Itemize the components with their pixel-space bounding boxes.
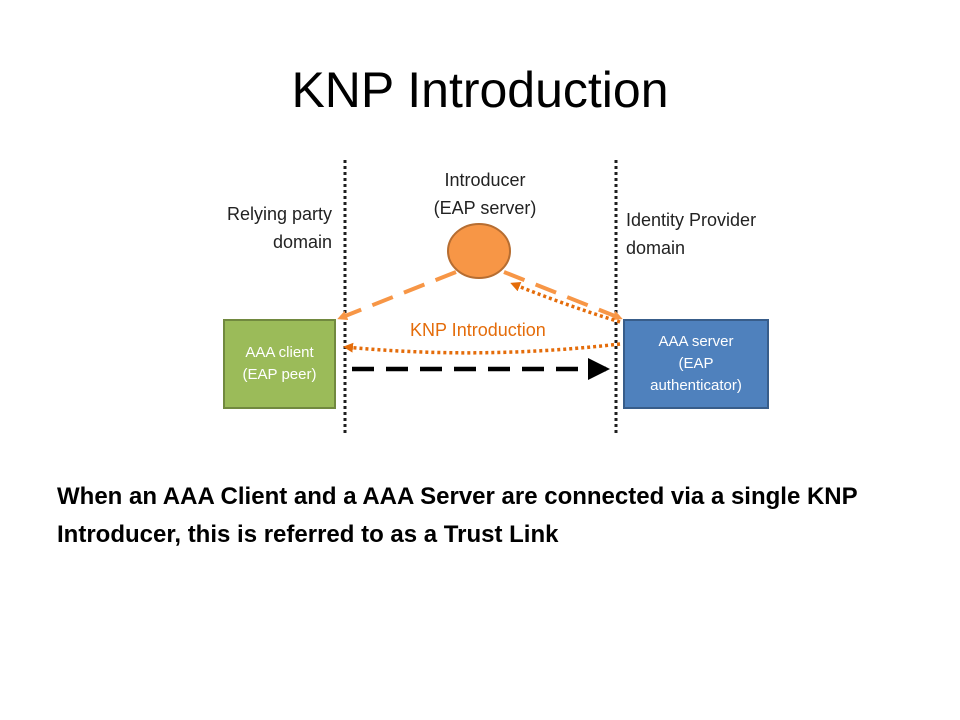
identity-provider-line2: domain: [626, 238, 686, 258]
aaa-server-line1: AAA server: [658, 333, 734, 350]
slide-caption: When an AAA Client and a AAA Server are …: [57, 483, 858, 548]
introducer-to-client-link: [337, 270, 457, 321]
aaa-client-box: AAA client (EAP peer): [223, 319, 336, 409]
identity-provider-label: Identity Provider domain: [626, 206, 826, 262]
relying-party-label: Relying party domain: [190, 200, 332, 256]
aaa-client-line2: (EAP peer): [242, 366, 317, 383]
relying-party-line2: domain: [272, 232, 332, 252]
aaa-server-line3: authenticator): [650, 377, 742, 394]
introducer-to-server-link: [503, 270, 623, 321]
introducer-line1: Introducer: [444, 170, 526, 190]
identity-provider-line1: Identity Provider: [626, 210, 757, 230]
aaa-client-line1: AAA client: [245, 344, 314, 361]
knp-introduction-label: KNP Introduction: [410, 320, 546, 340]
introducer-label: Introducer (EAP server): [400, 166, 570, 222]
slide-title: KNP Introduction: [291, 62, 669, 118]
introducer-line2: (EAP server): [433, 198, 537, 218]
aaa-server-line2: (EAP: [678, 355, 714, 372]
knp-dotted-to-introducer: [510, 281, 621, 324]
aaa-server-box: AAA server (EAP authenticator): [623, 319, 769, 409]
introducer-node: [447, 223, 511, 279]
knp-dotted-to-client: [343, 342, 621, 355]
relying-party-line1: Relying party: [226, 204, 332, 224]
